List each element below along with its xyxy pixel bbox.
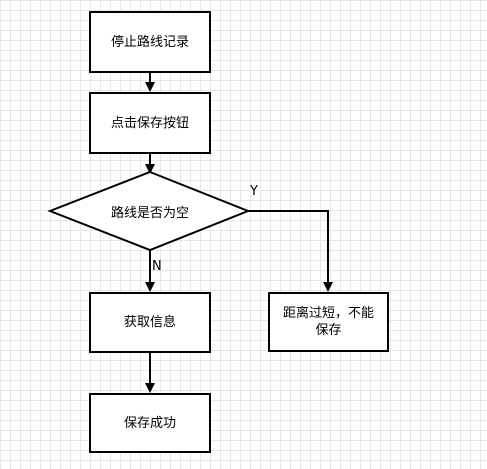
node-get-info: 获取信息 (89, 292, 211, 353)
edge-label-yes: Y (250, 184, 258, 199)
node-stop-route-record: 停止路线记录 (89, 11, 211, 73)
node-click-save-button: 点击保存按钮 (89, 92, 211, 154)
node-get-info-label: 获取信息 (123, 315, 176, 330)
decision-diamond (47, 170, 251, 252)
decision-route-empty-label: 路线是否为空 (110, 206, 189, 221)
edge-diamond-to-tooshort (248, 210, 333, 292)
node-save-success: 保存成功 (89, 393, 211, 453)
node-save-success-label: 保存成功 (123, 415, 176, 431)
node-distance-too-short-label: 距离过短，不能保存 (282, 306, 374, 338)
edge-label-no: N (152, 259, 162, 274)
node-stop-route-record-label: 停止路线记录 (110, 34, 189, 50)
node-distance-too-short: 距离过短，不能保存 (268, 292, 389, 352)
node-click-save-button-label: 点击保存按钮 (110, 115, 189, 131)
